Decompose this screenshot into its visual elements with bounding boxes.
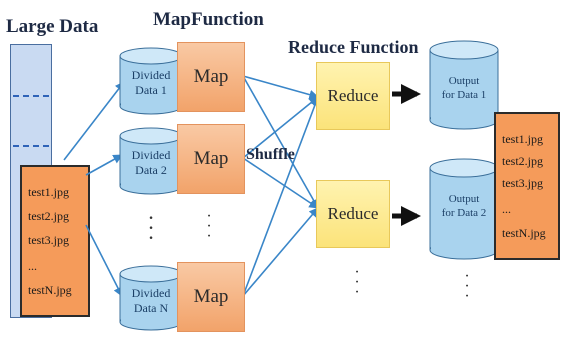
- divided-data-line: Data 2: [135, 163, 167, 177]
- ellipsis-dots: ···: [148, 210, 154, 247]
- map-function-heading: MapFunction: [153, 9, 264, 30]
- output-label-1: Output for Data 1: [430, 74, 498, 102]
- divided-data-line: Data N: [133, 301, 169, 315]
- shuffle-arrow: [242, 96, 320, 297]
- input-file: ...: [28, 259, 37, 273]
- divided-data-line: Divided: [131, 68, 171, 82]
- output-cylinder-2: [429, 158, 499, 260]
- output-file: ...: [502, 202, 511, 216]
- input-file: test2.jpg: [28, 209, 69, 223]
- ellipsis-dots: ···: [206, 208, 212, 245]
- divided-data-label-2: Divided Data 2: [120, 148, 182, 178]
- reduce-box-2: Reduce: [316, 180, 390, 248]
- shuffle-arrow: [242, 75, 319, 209]
- reduce-box-1: Reduce: [316, 62, 390, 130]
- ellipsis-dots: ···: [464, 268, 470, 305]
- output-label-2: Output for Data 2: [430, 192, 498, 220]
- output-file-list: test1.jpg test2.jpg test3.jpg ... testN.…: [494, 112, 560, 260]
- output-file: testN.jpg: [502, 226, 546, 240]
- reduce-function-heading: Reduce Function: [288, 37, 419, 57]
- divided-data-line: Divided: [131, 148, 171, 162]
- split-arrow-3: [85, 224, 123, 297]
- storage-divider: [13, 145, 49, 147]
- divided-data-cylinder-2: [119, 127, 183, 195]
- input-file: testN.jpg: [28, 283, 72, 297]
- shuffle-arrow: [242, 207, 319, 297]
- shuffle-label: Shuffle: [246, 146, 295, 163]
- divided-data-label-n: Divided Data N: [120, 286, 182, 316]
- map-box-2: Map: [177, 124, 245, 194]
- ellipsis-dots: ···: [354, 264, 360, 301]
- output-line: Output: [448, 193, 480, 205]
- output-line: for Data 2: [441, 207, 487, 219]
- storage-divider: [13, 95, 49, 97]
- output-line: Output: [448, 75, 480, 87]
- input-file-list: test1.jpg test2.jpg test3.jpg ... testN.…: [20, 165, 90, 317]
- divided-data-label-1: Divided Data 1: [120, 68, 182, 98]
- output-line: for Data 1: [441, 89, 487, 101]
- shuffle-arrow: [242, 96, 319, 159]
- output-file: test2.jpg: [502, 154, 543, 168]
- map-box-1: Map: [177, 42, 245, 112]
- input-file: test1.jpg: [28, 185, 69, 199]
- input-file: test3.jpg: [28, 233, 69, 247]
- shuffle-arrow: [242, 157, 319, 209]
- map-box-n: Map: [177, 262, 245, 332]
- shuffle-arrow: [242, 75, 319, 100]
- divided-data-line: Data 1: [135, 83, 167, 97]
- split-arrow-1: [63, 81, 125, 161]
- output-cylinder-1: [429, 40, 499, 130]
- divided-data-line: Divided: [131, 286, 171, 300]
- large-data-heading: Large Data: [6, 16, 99, 37]
- output-file: test3.jpg: [502, 176, 543, 190]
- output-file: test1.jpg: [502, 132, 543, 146]
- divided-data-cylinder-n: [119, 265, 183, 331]
- split-arrow-2: [85, 154, 123, 176]
